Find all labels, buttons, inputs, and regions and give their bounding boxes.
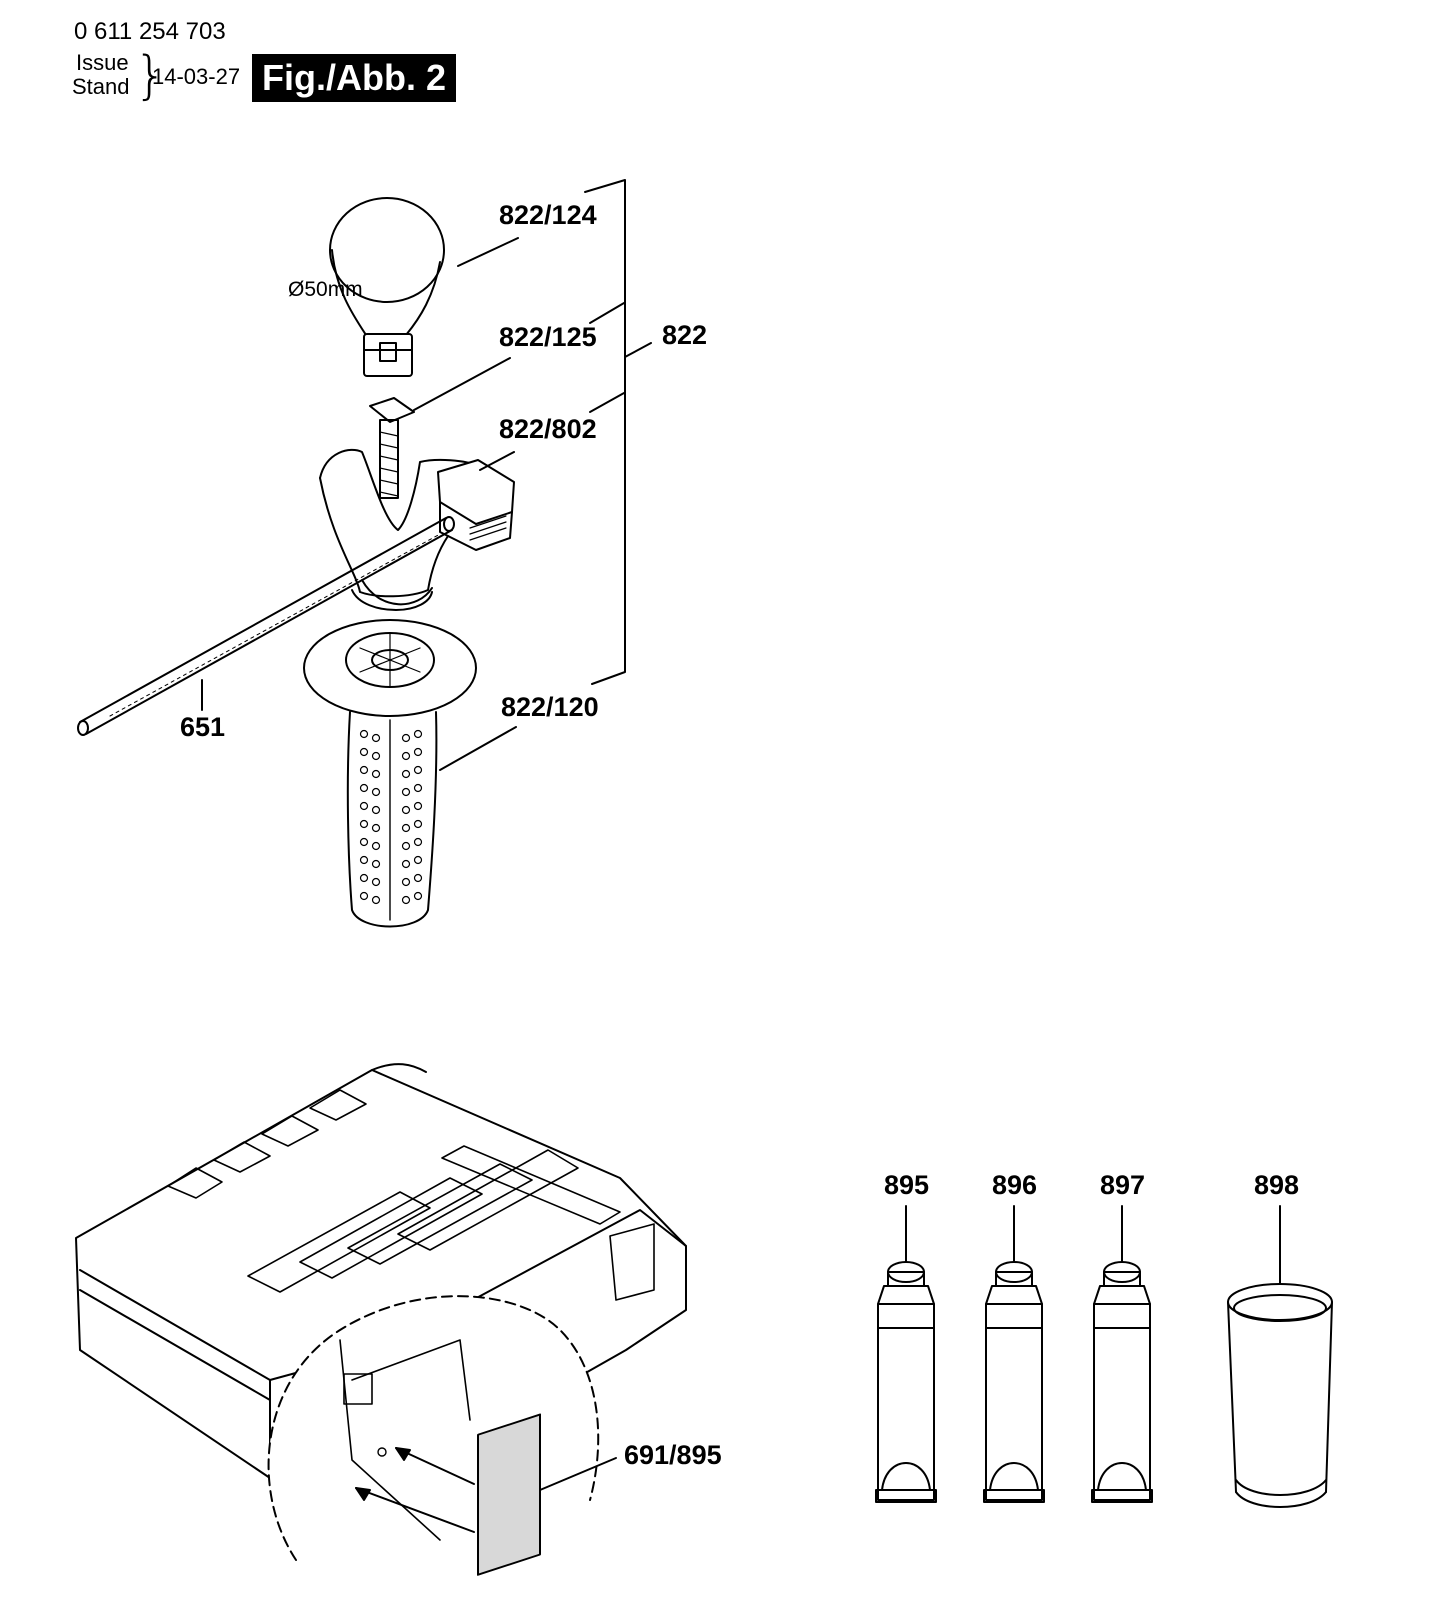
handle-head-822-802 (319, 448, 515, 611)
issue-date: 14-03-27 (152, 64, 241, 89)
case-lid-ribs (167, 1089, 621, 1293)
label-822-120: 822/120 (501, 692, 599, 722)
stand-label: Stand (72, 74, 130, 99)
issue-label: Issue (76, 50, 129, 75)
label-822-124: 822/124 (499, 200, 597, 230)
clamp-bolt-822-125 (369, 357, 511, 499)
clamp-band-822-124 (329, 197, 519, 377)
depth-rod-651 (77, 516, 455, 736)
label-898: 898 (1254, 1170, 1300, 1200)
grease-tin-898 (1227, 1205, 1333, 1508)
label-651: 651 (180, 712, 226, 742)
label-896: 896 (992, 1170, 1038, 1200)
brace-glyph: } (134, 46, 168, 106)
label-822: 822 (662, 320, 708, 350)
label-897: 897 (1100, 1170, 1146, 1200)
label-diameter: Ø50mm (288, 278, 363, 301)
figure-title: Fig./Abb. 2 (252, 54, 456, 102)
assembly-bracket-822 (584, 179, 652, 685)
grease-tube-896 (983, 1205, 1045, 1503)
label-822-125: 822/125 (499, 322, 597, 352)
grip-822-120 (303, 619, 517, 928)
label-895: 895 (884, 1170, 930, 1200)
grip-dimples (359, 729, 423, 905)
label-822-802: 822/802 (499, 414, 597, 444)
grease-tube-895 (875, 1205, 937, 1503)
grease-tube-897 (1091, 1205, 1153, 1503)
label-691-895: 691/895 (624, 1440, 722, 1470)
detail-circle (267, 1295, 617, 1576)
document-number: 0 611 254 703 (74, 18, 226, 45)
